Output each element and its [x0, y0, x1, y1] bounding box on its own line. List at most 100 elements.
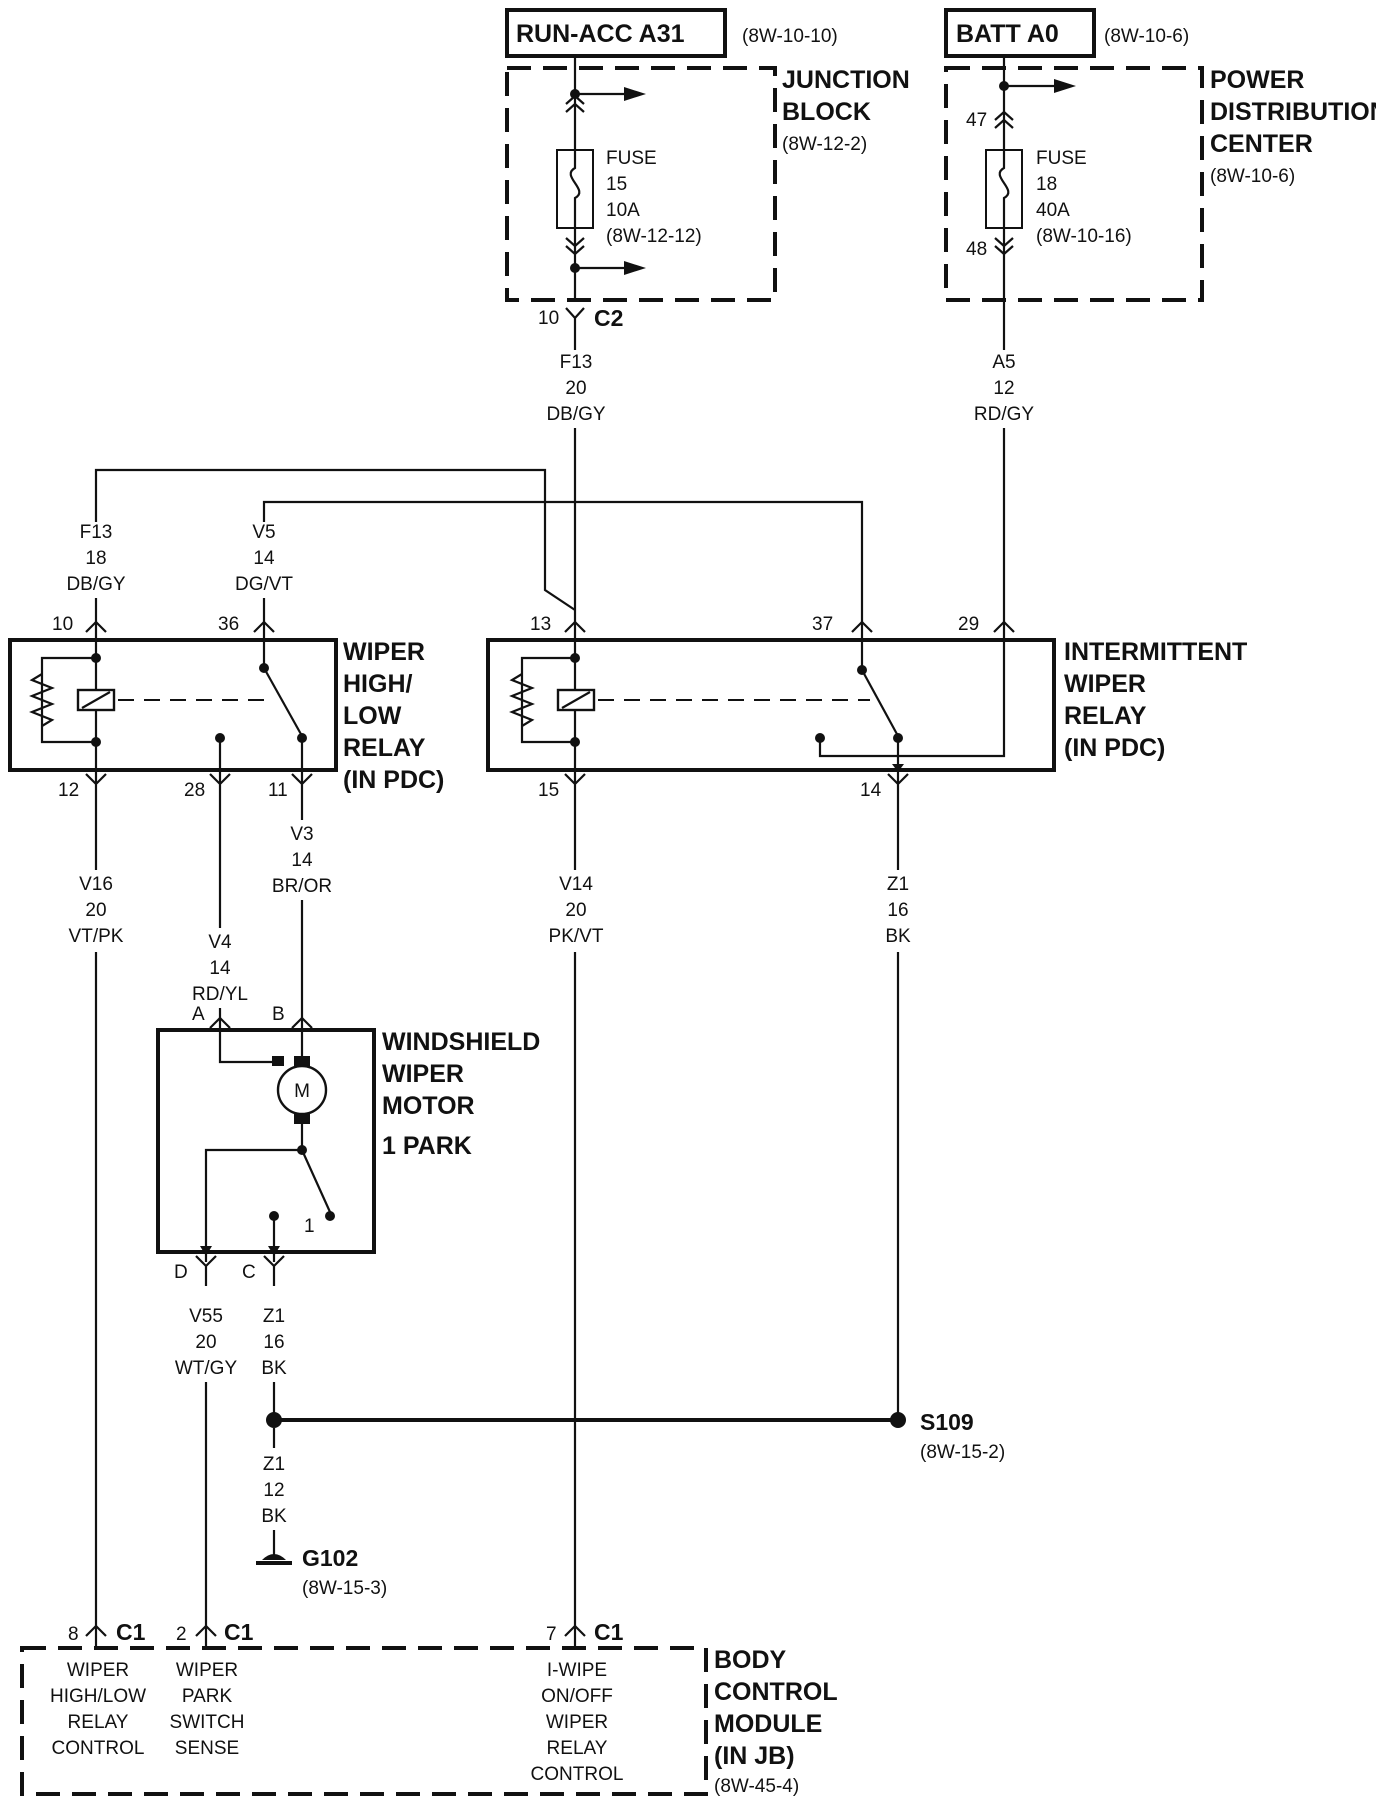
int-relay-title-2: WIPER	[1064, 670, 1146, 698]
bcm-title-3: MODULE	[714, 1710, 822, 1738]
wire-v4-14-color: RD/YL	[192, 984, 248, 1005]
wire-a5-12-color: RD/GY	[974, 404, 1035, 425]
motor-low-speed-wire	[218, 1018, 276, 1064]
park-switch-c-arrow	[268, 1246, 280, 1256]
wire-a5-12-circuit: A5	[992, 352, 1015, 373]
wire-z1-16b-circuit: Z1	[263, 1306, 285, 1327]
bcm-pin-7: 7	[546, 1624, 557, 1645]
bcm-desc-2-1: WIPER	[176, 1660, 238, 1681]
int-coil-resistor	[509, 673, 535, 727]
run-acc-source-label: RUN-ACC A31	[516, 20, 685, 48]
pdc-pin-47-symbol	[994, 110, 1014, 129]
wire-v14-20-circuit: V14	[559, 874, 593, 895]
wire-v55-20-circuit: V55	[189, 1306, 223, 1327]
wire-f13-18-gauge: 18	[85, 548, 106, 569]
splice-node-left	[266, 1412, 282, 1428]
body-control-module: 8 C1 2 C1 7 C1 WIPER HIGH/LOW RELAY CONT…	[20, 1619, 838, 1797]
hl-coil-resistor	[29, 673, 55, 727]
c2-connector-symbol	[565, 307, 585, 330]
bcm-desc-2-3: SWITCH	[170, 1712, 245, 1733]
wire-z1-16a-gauge: 16	[887, 900, 908, 921]
hl-pin-28: 28	[184, 780, 205, 801]
bcm-desc-7-3: WIPER	[546, 1712, 608, 1733]
junction-block-title-1: JUNCTION	[782, 66, 910, 94]
hl-node-top	[91, 653, 101, 663]
c2-connector-name: C2	[594, 305, 623, 331]
bcm-desc-7-5: CONTROL	[531, 1764, 624, 1785]
int-node-top	[570, 653, 580, 663]
fuse-15-label-2: 15	[606, 174, 627, 195]
wire-f13-18-color: DB/GY	[66, 574, 125, 595]
motor-title-2: WIPER	[382, 1060, 464, 1088]
pdc-pin-47: 47	[966, 110, 987, 131]
bcm-desc-2-4: SENSE	[175, 1738, 239, 1759]
splice-s109-label: S109	[920, 1409, 974, 1435]
arrow-right-icon	[624, 87, 646, 101]
bcm-border	[20, 1646, 708, 1796]
bcm-title-1: BODY	[714, 1646, 787, 1674]
bcm-desc-7-2: ON/OFF	[541, 1686, 613, 1707]
hl-pin-36: 36	[218, 614, 239, 635]
wiper-high-low-relay: WIPER HIGH/ LOW RELAY (IN PDC) 10 36 12 …	[8, 614, 444, 801]
motor-brush-low	[272, 1056, 284, 1066]
batt-source-label: BATT A0	[956, 20, 1059, 48]
junction-block-title-2: BLOCK	[782, 98, 871, 126]
fuse-15-label-1: FUSE	[606, 148, 657, 169]
wire-v3-14-color: BR/OR	[272, 876, 332, 897]
motor-pin-b: B	[272, 1004, 285, 1025]
fuse-18-label-1: FUSE	[1036, 148, 1087, 169]
int-node-bottom	[570, 737, 580, 747]
wire-z1-12-circuit: Z1	[263, 1454, 285, 1475]
int-29-feed-wire	[900, 622, 1006, 758]
wire-z1-16b-color: BK	[261, 1358, 287, 1379]
hl-switch-blade	[263, 667, 303, 737]
bcm-desc-8-3: RELAY	[68, 1712, 129, 1733]
motor-border	[156, 1028, 376, 1254]
run-acc-source-ref: (8W-10-10)	[742, 26, 838, 47]
junction-block-ref: (8W-12-2)	[782, 134, 867, 155]
fuse-15-element	[569, 150, 581, 228]
hl-relay-title-4: RELAY	[343, 734, 426, 762]
bcm-desc-8-4: CONTROL	[52, 1738, 145, 1759]
wire-z1-16a-circuit: Z1	[887, 874, 909, 895]
fuse-18-label-2: 18	[1036, 174, 1057, 195]
batt-source-box	[944, 8, 1096, 58]
pdc-title-1: POWER	[1210, 66, 1304, 94]
wire-v5-14-gauge: 14	[253, 548, 275, 569]
wire-v14-20-gauge: 20	[565, 900, 586, 921]
bcm-title-4: (IN JB)	[714, 1742, 795, 1770]
motor-pin-d: D	[174, 1262, 188, 1283]
run-acc-source-box	[505, 8, 727, 58]
hl-relay-title-1: WIPER	[343, 638, 425, 666]
park-switch-d-arrow	[200, 1246, 212, 1256]
wire-v16-20-circuit: V16	[79, 874, 113, 895]
hl-pin-11: 11	[268, 780, 288, 801]
bcm-desc-2-2: PARK	[182, 1686, 233, 1707]
wire-z1-12-color: BK	[261, 1506, 287, 1527]
splice-s109-ref: (8W-15-2)	[920, 1442, 1005, 1463]
park-switch-blade	[300, 1149, 332, 1213]
int-relay-title-1: INTERMITTENT	[1064, 638, 1247, 666]
pdc-border	[944, 66, 1204, 302]
ground-g102-ref: (8W-15-3)	[302, 1578, 387, 1599]
wire-v4-14-gauge: 14	[209, 958, 231, 979]
wire-f13-20-color: DB/GY	[546, 404, 605, 425]
int-pin-29: 29	[958, 614, 979, 635]
bcm-pin-8-connector: C1	[116, 1619, 146, 1645]
hl-pin-12: 12	[58, 780, 79, 801]
motor-title-4: 1 PARK	[382, 1132, 472, 1160]
wire-v16-20-gauge: 20	[85, 900, 106, 921]
hl-pin-12-symbol	[85, 773, 107, 800]
bcm-pin-8: 8	[68, 1624, 79, 1645]
bcm-desc-8-2: HIGH/LOW	[50, 1686, 146, 1707]
hl-pin-11-symbol	[291, 773, 313, 800]
hl-relay-border	[8, 638, 338, 772]
bcm-pin-7-connector: C1	[594, 1619, 624, 1645]
int-output-arrow	[892, 764, 904, 772]
motor-title-3: MOTOR	[382, 1092, 475, 1120]
motor-pin-c: C	[242, 1262, 256, 1283]
hl-coil-diagonal	[81, 691, 111, 709]
hl-relay-title-3: LOW	[343, 702, 402, 730]
int-contact-b-wire	[818, 738, 900, 758]
